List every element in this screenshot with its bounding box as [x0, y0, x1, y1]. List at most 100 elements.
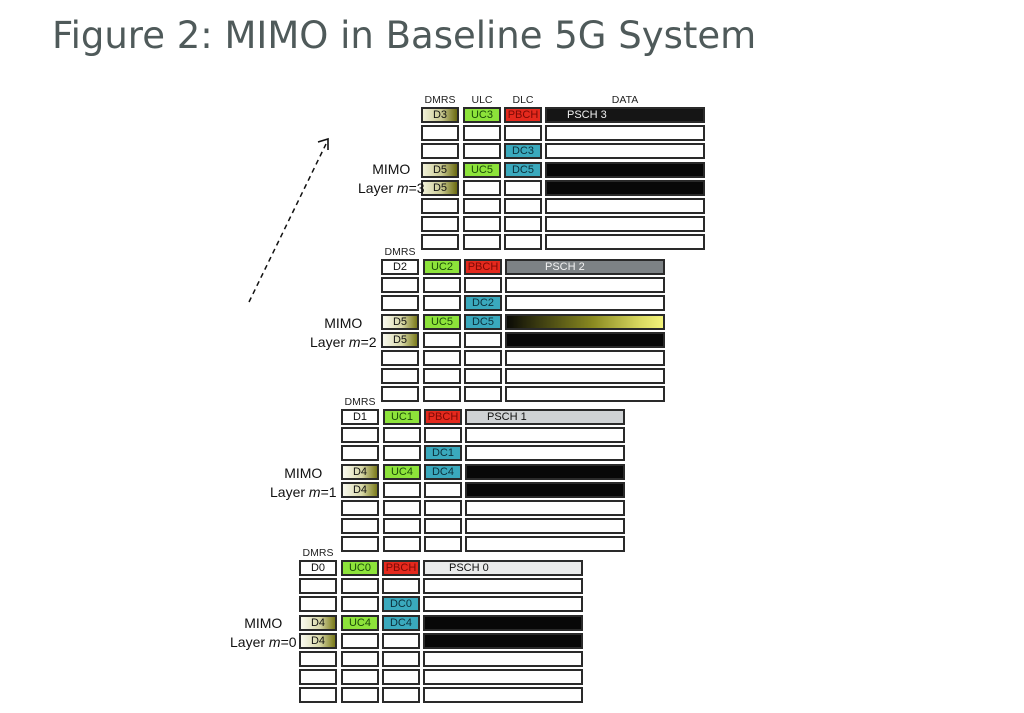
- column-header-ulc: ULC: [471, 94, 493, 106]
- cell-dlc-empty: [504, 125, 542, 141]
- cell-ulc-empty: [423, 350, 461, 366]
- cell-ulc-empty: [423, 386, 461, 402]
- cell-data-empty: [545, 180, 705, 196]
- cell-data-empty: [505, 350, 665, 366]
- cell-ulc-uc5: UC5: [423, 314, 461, 330]
- cell-data-empty: [505, 386, 665, 402]
- cell-data-empty: [465, 518, 625, 534]
- cell-dmrs-d2: D2: [381, 259, 419, 275]
- cell-ulc-uc5: UC5: [463, 162, 501, 178]
- cell-dmrs-empty: [421, 216, 459, 232]
- cell-ulc-empty: [341, 651, 379, 667]
- cell-dlc-pbch: PBCH: [504, 107, 542, 123]
- cell-dlc-empty: [382, 651, 420, 667]
- cell-dlc-dc1: DC1: [424, 445, 462, 461]
- cell-ulc-empty: [423, 277, 461, 293]
- cell-dlc-empty: [382, 669, 420, 685]
- layer-label-index: =0: [280, 634, 297, 650]
- layer-label-line2: Layer m=3: [358, 179, 425, 198]
- cell-data-psch-1: PSCH 1: [465, 409, 625, 425]
- cell-dlc-empty: [464, 368, 502, 384]
- cell-data-empty: [545, 162, 705, 178]
- column-header-dmrs: DMRS: [344, 396, 376, 408]
- cell-dlc-empty: [424, 482, 462, 498]
- cell-dmrs-d0: D0: [299, 560, 337, 576]
- cell-dmrs-empty: [341, 518, 379, 534]
- cell-dlc-empty: [382, 687, 420, 703]
- cell-ulc-empty: [463, 198, 501, 214]
- layer-label-index: =1: [320, 484, 337, 500]
- cell-data-empty: [465, 482, 625, 498]
- cell-data-empty: [465, 427, 625, 443]
- cell-data-empty: [545, 234, 705, 250]
- cell-dmrs-empty: [421, 143, 459, 159]
- cell-dmrs-empty: [299, 578, 337, 594]
- cell-data-empty: [465, 464, 625, 480]
- cell-data-empty: [423, 578, 583, 594]
- layer-label-variable: m: [308, 484, 321, 500]
- cell-dlc-empty: [464, 277, 502, 293]
- layer-label-prefix: Layer: [230, 634, 269, 650]
- cell-ulc-empty: [341, 633, 379, 649]
- cell-dlc-empty: [504, 216, 542, 232]
- layer-label-line2: Layer m=1: [270, 483, 337, 502]
- cell-dlc-empty: [424, 427, 462, 443]
- cell-dmrs-empty: [299, 687, 337, 703]
- cell-dlc-empty: [464, 332, 502, 348]
- cell-dmrs-empty: [299, 669, 337, 685]
- cell-data-empty: [505, 314, 665, 330]
- cell-data-empty: [505, 368, 665, 384]
- layer-label-m3: MIMO Layer m=3: [358, 160, 425, 198]
- cell-dmrs-empty: [381, 277, 419, 293]
- cell-dlc-empty: [504, 198, 542, 214]
- cell-dmrs-empty: [381, 350, 419, 366]
- cell-dlc-pbch: PBCH: [464, 259, 502, 275]
- cell-ulc-empty: [463, 234, 501, 250]
- cell-ulc-empty: [423, 368, 461, 384]
- cell-data-psch-0: PSCH 0: [423, 560, 583, 576]
- cell-dlc-pbch: PBCH: [382, 560, 420, 576]
- cell-dlc-empty: [382, 633, 420, 649]
- cell-dmrs-empty: [381, 368, 419, 384]
- cell-ulc-empty: [383, 427, 421, 443]
- layer-label-prefix: Layer: [358, 180, 397, 196]
- cell-data-empty: [423, 669, 583, 685]
- cell-dmrs-empty: [299, 651, 337, 667]
- cell-data-empty: [505, 332, 665, 348]
- column-header-dlc: DLC: [512, 94, 534, 106]
- cell-dlc-empty: [382, 578, 420, 594]
- cell-data-psch-2: PSCH 2: [505, 259, 665, 275]
- cell-data-empty: [545, 143, 705, 159]
- cell-data-empty: [465, 536, 625, 552]
- cell-data-empty: [545, 125, 705, 141]
- cell-ulc-uc1: UC1: [383, 409, 421, 425]
- cell-dlc-empty: [504, 234, 542, 250]
- cell-ulc-empty: [341, 578, 379, 594]
- cell-ulc-uc3: UC3: [463, 107, 501, 123]
- cell-dmrs-d4: D4: [341, 464, 379, 480]
- cell-dmrs-empty: [381, 386, 419, 402]
- cell-data-empty: [505, 295, 665, 311]
- layer-label-variable: m: [348, 334, 361, 350]
- cell-dmrs-empty: [299, 596, 337, 612]
- layer-label-line1: MIMO: [372, 161, 411, 177]
- cell-dlc-dc5: DC5: [504, 162, 542, 178]
- cell-dmrs-empty: [421, 125, 459, 141]
- layer-label-line2: Layer m=2: [310, 333, 377, 352]
- cell-dmrs-empty: [421, 234, 459, 250]
- cell-ulc-empty: [383, 518, 421, 534]
- cell-data-empty: [423, 651, 583, 667]
- cell-data-empty: [423, 615, 583, 631]
- figure-title: Figure 2: MIMO in Baseline 5G System: [52, 14, 757, 57]
- layer-label-prefix: Layer: [310, 334, 349, 350]
- cell-ulc-empty: [383, 445, 421, 461]
- cell-ulc-empty: [463, 216, 501, 232]
- cell-dlc-empty: [424, 500, 462, 516]
- cell-dmrs-empty: [341, 500, 379, 516]
- column-header-dmrs: DMRS: [424, 94, 456, 106]
- column-header-dmrs: DMRS: [302, 547, 334, 559]
- cell-ulc-empty: [423, 295, 461, 311]
- cell-dmrs-d1: D1: [341, 409, 379, 425]
- cell-ulc-empty: [463, 125, 501, 141]
